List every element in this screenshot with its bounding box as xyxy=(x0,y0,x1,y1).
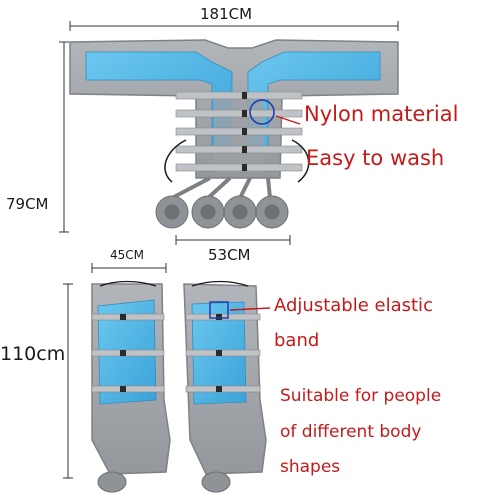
suitable-callout-text-line2: of different body xyxy=(280,422,422,442)
jacket-width-label: 181CM xyxy=(200,5,253,23)
jacket-cord-left xyxy=(164,139,187,183)
hose-length-label: 53CM xyxy=(208,246,251,264)
right-leg-boot xyxy=(183,280,267,493)
jacket-height-label: 79CM xyxy=(6,195,49,213)
suitable-callout-text-line1: Suitable for people xyxy=(280,386,442,406)
jacket-straps xyxy=(175,91,303,172)
band-callout-text-line2: band xyxy=(274,330,320,351)
callout-arrows xyxy=(229,115,301,311)
leg-width-label: 45CM xyxy=(110,248,145,262)
nylon-highlight-circle xyxy=(249,99,275,125)
jacket-cord-right xyxy=(291,139,310,183)
suitable-callout-text-line3: shapes xyxy=(280,457,341,477)
left-leg-boot xyxy=(91,280,171,493)
jacket-buckles xyxy=(242,92,247,171)
band-callout-text-line1: Adjustable elastic xyxy=(274,295,433,316)
hose-coils xyxy=(155,176,289,229)
jacket-height-dimension xyxy=(59,41,69,233)
leg-height-label: 110cm xyxy=(0,343,66,365)
leg-height-dimension xyxy=(63,283,73,479)
leg-width-dimension xyxy=(91,263,167,273)
band-highlight-box xyxy=(209,301,229,319)
compression-jacket xyxy=(69,39,399,183)
wash-callout-text: Easy to wash xyxy=(306,146,445,170)
hose-length-dimension xyxy=(175,235,291,245)
nylon-callout-text: Nylon material xyxy=(304,102,459,126)
jacket-width-dimension xyxy=(69,21,399,31)
